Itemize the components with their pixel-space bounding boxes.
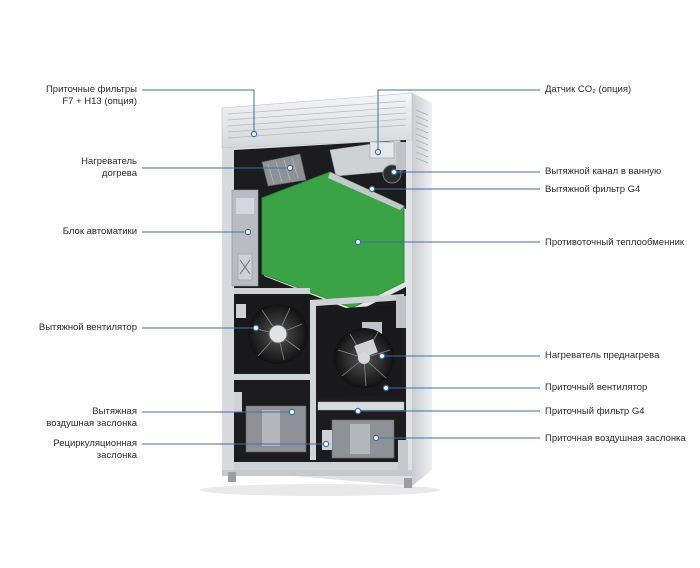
label-supply-filters: Приточные фильтры F7 + H13 (опция) <box>45 84 137 107</box>
leader-supply-damper-dot <box>372 434 380 442</box>
label-supply-damper: Приточная воздушная заслонка <box>545 433 686 444</box>
leader-supply-filters <box>142 89 255 134</box>
heat-exchanger-core <box>261 171 408 312</box>
leader-exhaust-filter-dot <box>368 185 376 193</box>
leader-exhaust-fan-dot <box>252 324 260 332</box>
leader-supply-filters-dot <box>250 130 258 138</box>
leader-co2-sensor <box>377 89 540 152</box>
label-supply-filter: Приточный фильтр G4 <box>545 406 645 417</box>
supply-damper-component <box>318 412 404 462</box>
leader-co2-sensor-dot <box>374 148 382 156</box>
leader-automation-dot <box>244 228 252 236</box>
label-recirculation-damper: Рециркуляционная заслонка <box>53 438 137 461</box>
leader-supply-fan-dot <box>382 384 390 392</box>
divider-left <box>234 288 310 294</box>
leader-exhaust-damper-dot <box>288 408 296 416</box>
leader-heat-exchanger-dot <box>354 238 362 246</box>
exhaust-fan-component <box>236 296 308 372</box>
label-preheater: Нагреватель преднагрева <box>545 350 660 361</box>
label-reheater: Нагреватель догрева <box>81 156 137 179</box>
label-exhaust-damper: Вытяжная воздушная заслонка <box>46 406 137 429</box>
label-exhaust-filter: Вытяжной фильтр G4 <box>545 184 641 195</box>
supply-fan-component <box>318 296 406 398</box>
automation-block <box>231 189 259 287</box>
leader-supply-filter-dot <box>354 407 362 415</box>
label-co2-sensor: Датчик CO₂ (опция) <box>545 84 632 95</box>
label-bathroom-exhaust: Вытяжной канал в ванную <box>545 166 662 177</box>
leader-bathroom-exhaust-dot <box>390 168 398 176</box>
label-heat-exchanger: Противоточный теплообменник <box>545 237 685 248</box>
floor-shadow <box>200 484 440 496</box>
label-automation: Блок автоматики <box>62 226 137 237</box>
leader-preheater-dot <box>378 352 386 360</box>
leader-recirculation-damper-dot <box>322 440 330 448</box>
reheater-component <box>261 153 307 187</box>
label-exhaust-fan: Вытяжной вентилятор <box>38 322 137 333</box>
leader-reheater-dot <box>286 164 294 172</box>
label-supply-fan: Приточный вентилятор <box>545 382 648 393</box>
bottom-frame <box>234 462 406 470</box>
exhaust-damper-component <box>234 384 310 458</box>
